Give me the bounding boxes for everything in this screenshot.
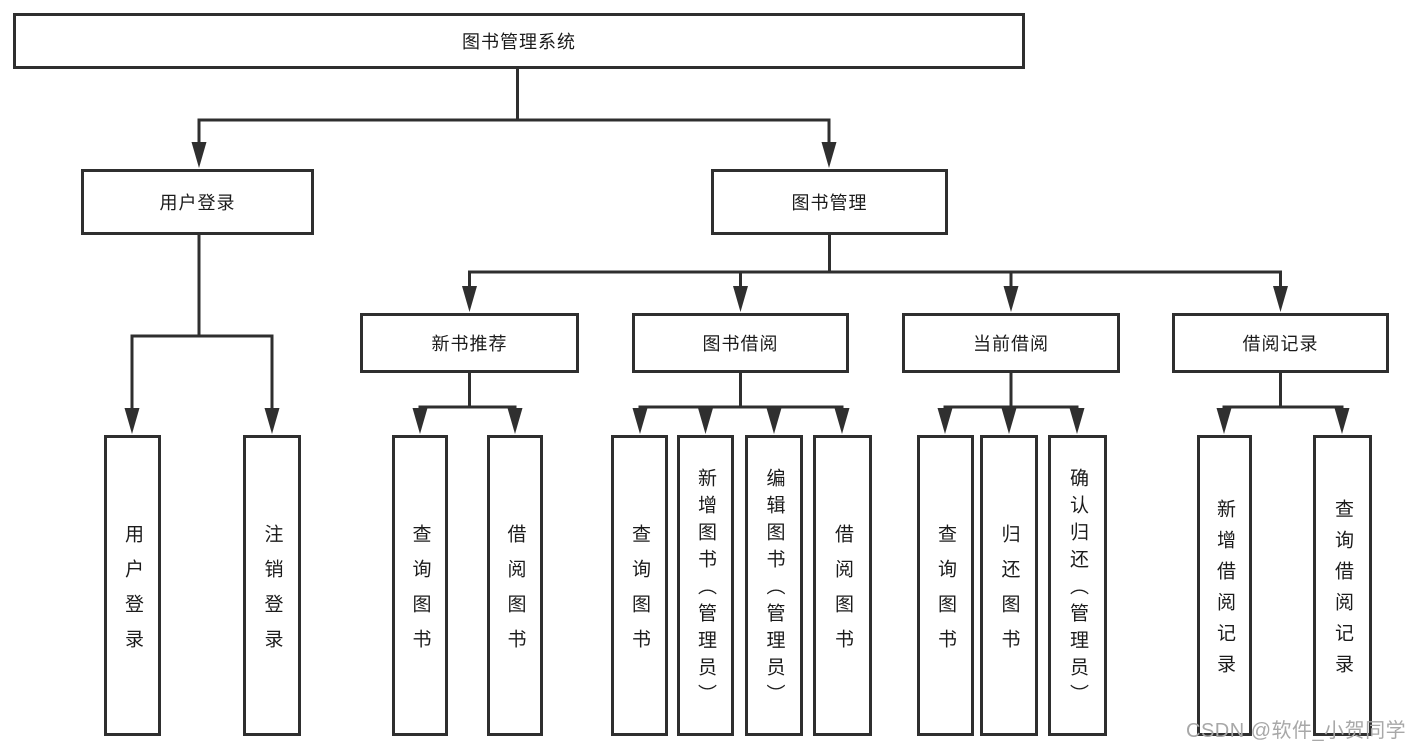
leaf-cb-return-books: 归还图书 (980, 435, 1038, 736)
leaf-cb-return-books-label: 归还图书 (998, 523, 1020, 664)
leaf-user-login-label: 用户登录 (122, 523, 143, 664)
leaf-bb-query-books: 查询图书 (611, 435, 668, 736)
node-new-book-recommend: 新书推荐 (360, 313, 579, 373)
leaf-cb-query-books: 查询图书 (917, 435, 974, 736)
leaf-br-add-record-label: 新增借阅记录 (1214, 498, 1235, 685)
node-user-login: 用户登录 (81, 169, 314, 235)
leaf-br-query-record-label: 查询借阅记录 (1332, 498, 1353, 685)
node-book-borrowing: 图书借阅 (632, 313, 849, 373)
leaf-user-login: 用户登录 (104, 435, 161, 736)
leaf-br-query-record: 查询借阅记录 (1313, 435, 1372, 736)
leaf-bb-edit-books-admin: 编辑图书（管理员） (745, 435, 803, 736)
node-borrowing-records: 借阅记录 (1172, 313, 1389, 373)
node-current-borrowing: 当前借阅 (902, 313, 1120, 373)
node-borrowing-records-label: 借阅记录 (1242, 334, 1319, 354)
node-book-management-label: 图书管理 (791, 193, 868, 213)
leaf-nbr-borrow-books-label: 借阅图书 (504, 523, 526, 664)
leaf-bb-edit-books-admin-label: 编辑图书（管理员） (763, 468, 785, 711)
node-user-login-label: 用户登录 (159, 193, 236, 213)
leaf-bb-query-books-label: 查询图书 (629, 523, 650, 664)
leaf-bb-borrow-books-label: 借阅图书 (832, 523, 853, 664)
node-current-borrowing-label: 当前借阅 (973, 334, 1049, 354)
leaf-logout: 注销登录 (243, 435, 301, 736)
node-book-borrowing-label: 图书借阅 (702, 334, 779, 354)
csdn-watermark: CSDN @软件_小贺同学 (1186, 720, 1405, 742)
node-new-book-recommend-label: 新书推荐 (431, 334, 508, 354)
leaf-nbr-query-books: 查询图书 (392, 435, 448, 736)
node-root: 图书管理系统 (13, 13, 1025, 69)
leaf-nbr-query-books-label: 查询图书 (409, 523, 431, 664)
leaf-nbr-borrow-books: 借阅图书 (487, 435, 543, 736)
leaf-bb-add-books-admin-label: 新增图书（管理员） (695, 468, 716, 711)
leaf-br-add-record: 新增借阅记录 (1197, 435, 1252, 736)
leaf-cb-confirm-return-admin-label: 确认归还（管理员） (1067, 468, 1088, 711)
node-book-management: 图书管理 (711, 169, 948, 235)
leaf-cb-confirm-return-admin: 确认归还（管理员） (1048, 435, 1107, 736)
leaf-logout-label: 注销登录 (261, 523, 283, 664)
leaf-cb-query-books-label: 查询图书 (935, 523, 956, 664)
node-root-label: 图书管理系统 (462, 32, 576, 52)
leaf-bb-add-books-admin: 新增图书（管理员） (677, 435, 734, 736)
leaf-bb-borrow-books: 借阅图书 (813, 435, 872, 736)
